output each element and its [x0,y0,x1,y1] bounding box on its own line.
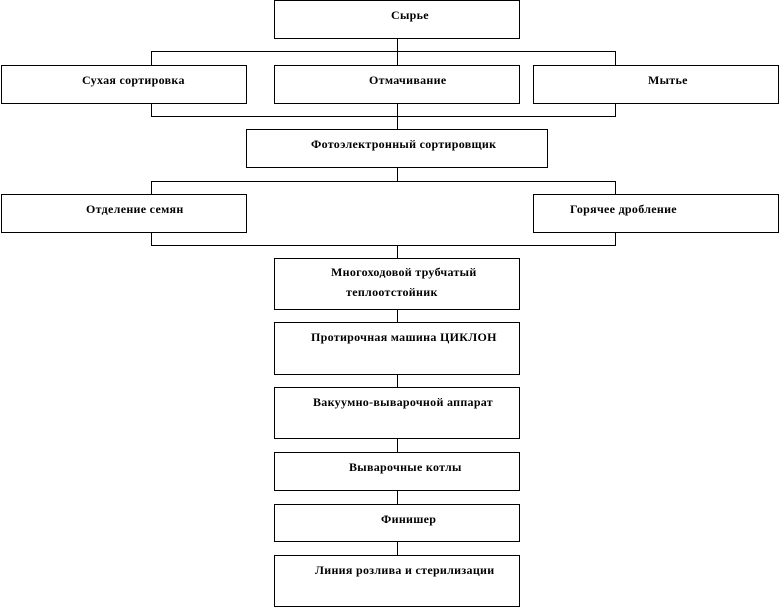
node-label: Фотоэлектронный сортировщик [311,137,497,151]
connector-line [615,103,616,116]
node-label: Горячее дробление [570,202,677,216]
connector-line [397,542,398,555]
connector-line [151,181,616,182]
node-vacuum: Вакуумно-выварочной аппарат [274,387,520,439]
connector-line [397,374,398,387]
connector-line [397,39,398,51]
connector-line [397,439,398,452]
node-dry-sort: Сухая сортировка [1,65,247,104]
connector-line [397,310,398,322]
connector-line [615,181,616,194]
node-label: Протирочная машина ЦИКЛОН [311,330,497,344]
node-heat-holder: Многоходовой трубчатый теплоотстойник [274,258,520,310]
connector-line [397,167,398,181]
node-boilers: Выварочные котлы [274,452,520,491]
connector-line [151,116,616,117]
node-bottling: Линия розлива и стерилизации [274,555,520,607]
node-photo-sorter: Фотоэлектронный сортировщик [246,129,548,168]
node-label-line-1: Многоходовой трубчатый [331,265,477,279]
node-label: Финишер [381,512,437,526]
node-wash: Мытье [533,65,779,104]
node-label: Отделение семян [86,202,184,216]
connector-line [397,245,398,258]
connector-line [615,232,616,245]
node-label: Отмачивание [369,73,447,87]
node-label-line-2: теплоотстойник [346,285,438,299]
connector-line [615,51,616,65]
node-label: Сырье [391,8,429,22]
connector-line [397,51,398,65]
node-label: Сухая сортировка [82,73,185,87]
connector-line [151,181,152,194]
connector-line [151,232,152,245]
connector-line [151,51,152,65]
node-finisher: Финишер [274,504,520,542]
node-raw: Сырье [274,0,520,39]
connector-line [151,103,152,116]
connector-line [151,245,616,246]
node-soak: Отмачивание [274,65,520,104]
connector-line [397,491,398,504]
node-seed-separation: Отделение семян [1,194,247,233]
node-label: Мытье [648,73,688,87]
node-label: Выварочные котлы [349,460,462,474]
node-label: Вакуумно-выварочной аппарат [313,395,493,409]
connector-line [151,51,616,52]
node-label: Линия розлива и стерилизации [315,563,495,577]
node-hot-crush: Горячее дробление [533,194,779,233]
node-pulper: Протирочная машина ЦИКЛОН [274,322,520,375]
